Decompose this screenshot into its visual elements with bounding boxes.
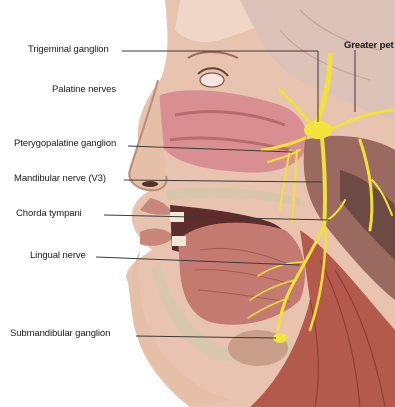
label-pterygopalatine-ganglion: Pterygopalatine ganglion: [14, 138, 116, 149]
nostril: [142, 181, 158, 187]
tongue: [178, 223, 305, 325]
eye: [200, 73, 224, 87]
label-trigeminal-ganglion: Trigeminal ganglion: [28, 44, 109, 55]
label-chorda-tympani: Chorda tympani: [16, 208, 82, 219]
label-palatine-nerves: Palatine nerves: [52, 84, 116, 95]
label-submandibular-ganglion: Submandibular ganglion: [10, 328, 110, 339]
label-lingual-nerve: Lingual nerve: [30, 250, 86, 261]
label-mandibular-nerve: Mandibular nerve (V3): [14, 173, 106, 184]
trigeminal-ganglion-shape: [304, 121, 332, 139]
teeth-lower: [172, 236, 186, 246]
label-greater-petrosal: Greater pet: [344, 40, 394, 51]
